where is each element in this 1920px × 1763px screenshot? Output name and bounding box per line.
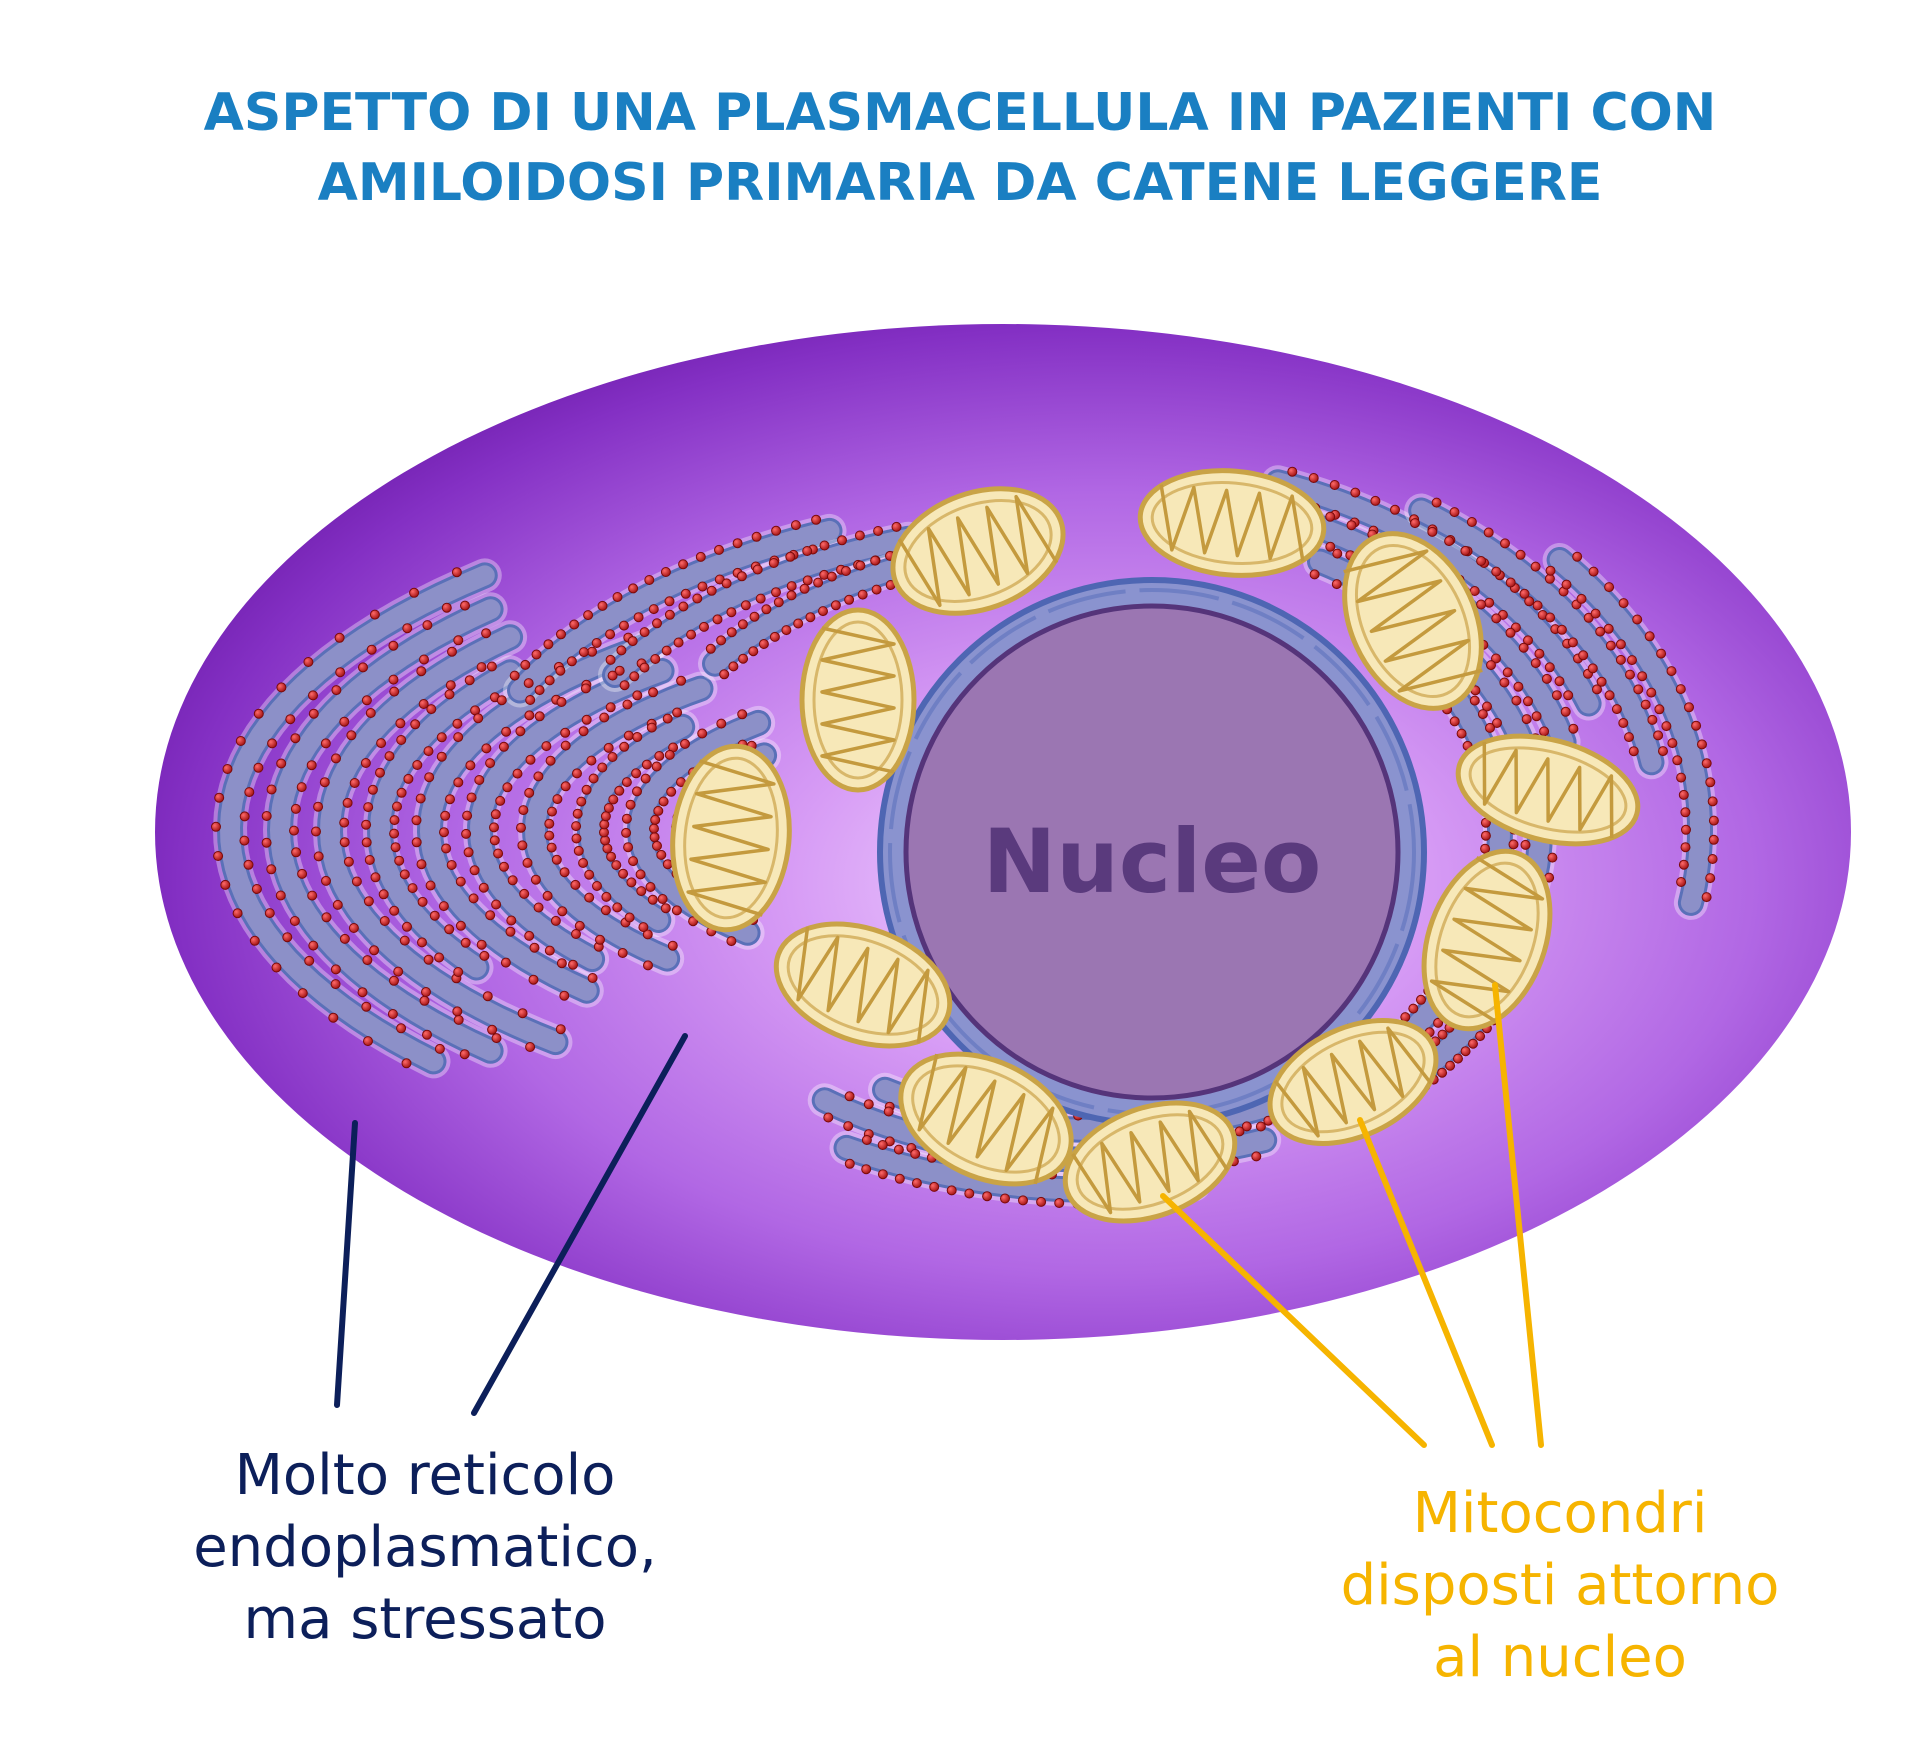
nucleus <box>903 603 1401 1101</box>
mito-label-line-3: al nucleo <box>1433 1625 1687 1690</box>
diagram-title: ASPETTO DI UNA PLASMACELLULA IN PAZIENTI… <box>0 78 1920 218</box>
mito-leader-line-1 <box>1160 1193 1427 1448</box>
mitochondrion <box>670 743 792 933</box>
mitochondrion <box>898 1051 1074 1187</box>
mitochondria-group <box>670 468 1641 1224</box>
er-leader-line-1 <box>334 1120 358 1408</box>
nucleus-label: Nucleo <box>983 810 1322 913</box>
mitochondrion <box>1342 531 1484 711</box>
er-label-line-2: endoplasmatico, <box>193 1515 657 1580</box>
title-line-2: AMILOIDOSI PRIMARIA DA CATENE LEGGERE <box>317 153 1603 213</box>
er-label: Molto reticolo endoplasmatico, ma stress… <box>150 1440 700 1656</box>
mitochondria-label: Mitocondri disposti attorno al nucleo <box>1280 1478 1840 1694</box>
er-leader-line-2 <box>471 1033 688 1416</box>
mitochondrion <box>1421 848 1553 1032</box>
mitochondria-leader-lines <box>1160 982 1544 1448</box>
mitochondrion <box>1137 468 1327 578</box>
mitochondrion <box>1455 733 1641 847</box>
title-line-1: ASPETTO DI UNA PLASMACELLULA IN PAZIENTI… <box>203 83 1717 143</box>
mitochondrion <box>799 607 917 793</box>
mitochondrion <box>1062 1100 1238 1224</box>
mitochondrion <box>773 921 953 1049</box>
mito-leader-line-3 <box>1492 982 1544 1448</box>
mitochondrion <box>1267 1018 1439 1146</box>
er-label-line-3: ma stressato <box>243 1587 607 1652</box>
er-leader-lines <box>334 1033 688 1416</box>
er-label-line-1: Molto reticolo <box>234 1443 616 1508</box>
mito-label-line-2: disposti attorno <box>1340 1553 1780 1618</box>
mito-label-line-1: Mitocondri <box>1412 1481 1708 1546</box>
mitochondrion <box>890 486 1066 616</box>
mito-leader-line-2 <box>1357 1117 1495 1448</box>
